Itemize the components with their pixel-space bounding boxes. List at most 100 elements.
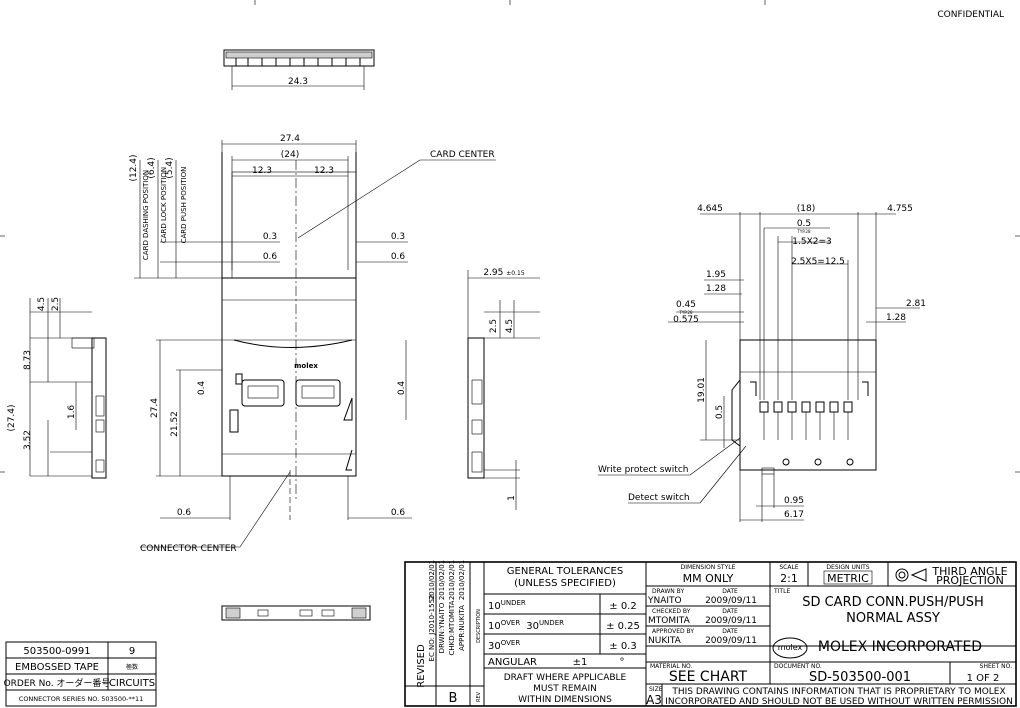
tb-drawn-date: 2009/09/11 bbox=[705, 596, 757, 606]
tb-title-label: TITLE bbox=[773, 588, 790, 595]
dim-front-half-right: 12.3 bbox=[314, 166, 334, 176]
tb-size-label: SIZE bbox=[649, 686, 663, 693]
tol-angular-val: ±1 bbox=[573, 657, 588, 668]
dim-front-bottom-right: 0.6 bbox=[391, 508, 406, 518]
tb-company: MOLEX INCORPORATED bbox=[818, 639, 982, 655]
dim-right-18: (18) bbox=[797, 204, 815, 214]
dim-right-1901: 19.01 bbox=[697, 377, 707, 403]
tb-approved-date: 2009/09/11 bbox=[705, 636, 757, 646]
dim-card-push-val: (5.4) bbox=[165, 157, 175, 178]
dim-front-half-left: 12.3 bbox=[252, 166, 272, 176]
packaging: EMBOSSED TAPE bbox=[15, 662, 99, 673]
dim-front-gap-left-1: 0.3 bbox=[263, 232, 277, 242]
tb-sheet-label: SHEET NO. bbox=[980, 663, 1012, 670]
tol-row2-mid: 30 bbox=[526, 621, 539, 632]
dim-card-dash-val: (12.4) bbox=[129, 154, 139, 181]
tol-draft-1: DRAFT WHERE APPLICABLE bbox=[504, 673, 627, 683]
tb-title-1: SD CARD CONN.PUSH/PUSH bbox=[802, 595, 984, 610]
dim-right-128: 1.28 bbox=[706, 284, 726, 294]
tb-drawn-date-label: DATE bbox=[722, 588, 738, 595]
dim-right-05: 0.5 bbox=[797, 219, 811, 229]
front-view: molex 27.4 (24) 12.3 12.3 CARD CENTER 0.… bbox=[129, 134, 496, 554]
label-write-protect-switch: Write protect switch bbox=[598, 465, 688, 475]
order-label: ORDER No. オーダー番号 bbox=[4, 677, 111, 689]
dim-right-05-typ: TYP.28 bbox=[796, 229, 810, 234]
tb-approved-date-label: DATE bbox=[722, 628, 738, 635]
dim-right-095: 0.95 bbox=[784, 496, 804, 506]
third-angle-projection-icon bbox=[895, 568, 927, 582]
circuits-label: CIRCUITS bbox=[109, 678, 155, 689]
tol-heading-1: GENERAL TOLERANCES bbox=[507, 566, 623, 577]
dim-front-side-left: 0.4 bbox=[197, 381, 207, 396]
dim-side-295-tol: ±0.15 bbox=[506, 270, 525, 277]
tol-row3-pre: 30 bbox=[488, 641, 501, 652]
tol-heading-2: (UNLESS SPECIFIED) bbox=[514, 578, 616, 589]
label-card-center: CARD CENTER bbox=[430, 150, 495, 160]
tb-dim-style-label: DIMENSION STYLE bbox=[681, 564, 736, 571]
dim-right-4645: 4.645 bbox=[697, 204, 723, 214]
dim-side-295: 2.95 ±0.15 bbox=[483, 268, 524, 278]
rev-revised: REVISED bbox=[416, 644, 427, 688]
dim-front-height-inner: 21.52 bbox=[170, 411, 180, 437]
dim-right-4755: 4.755 bbox=[887, 204, 913, 214]
dim-right-045-typ: TYP.28 bbox=[678, 310, 692, 315]
dim-front-inner-width: (24) bbox=[281, 150, 299, 160]
dim-left-352: 3.52 bbox=[23, 430, 33, 450]
tb-approved-label: APPROVED BY bbox=[652, 628, 694, 635]
tb-projection-1: THIRD ANGLE bbox=[931, 565, 1007, 578]
rev-ec-date: 2010/02/01 bbox=[428, 560, 436, 600]
dim-front-height: 27.4 bbox=[150, 398, 160, 418]
rev-appr: APPR:NUKITA bbox=[458, 605, 466, 651]
tol-draft-2: MUST REMAIN bbox=[533, 684, 597, 694]
tb-material: SEE CHART bbox=[669, 669, 748, 685]
dim-right-281: 2.81 bbox=[906, 299, 926, 309]
left-side-view: 4.5 2.5 8.73 (27.4) 1.6 3.52 bbox=[7, 297, 107, 479]
tb-drawn-label: DRAWN BY bbox=[652, 588, 684, 595]
tol-row3-tol: ± 0.3 bbox=[609, 641, 636, 652]
dim-front-gap-right-1: 0.3 bbox=[391, 232, 405, 242]
tol-row2-sup: OVER bbox=[501, 619, 521, 627]
dim-side-45: 4.5 bbox=[505, 319, 515, 333]
tol-angular-unit: ° bbox=[620, 657, 625, 668]
tol-draft-3: WITHIN DIMENSIONS bbox=[518, 695, 612, 705]
tol-row2-pre: 10 bbox=[488, 621, 501, 632]
tol-angular: ANGULAR bbox=[488, 657, 537, 668]
dim-front-overall-width: 27.4 bbox=[280, 134, 300, 144]
rev-rev: REV bbox=[476, 691, 482, 702]
rev-ec-no: EC NO: J2010-1552 bbox=[428, 595, 436, 662]
rev-chkd: CHKD:MTOMITA bbox=[448, 600, 456, 655]
dim-right-195: 1.95 bbox=[706, 270, 726, 280]
tol-row1-tol: ± 0.2 bbox=[609, 601, 636, 612]
dim-front-side-right: 0.4 bbox=[397, 381, 407, 396]
rev-description: DESCRIPTION bbox=[476, 609, 482, 643]
tol-row1-sup: UNDER bbox=[501, 599, 526, 607]
dim-right-05b: 0.5 bbox=[715, 405, 725, 419]
tol-row1: 10UNDER bbox=[488, 599, 526, 612]
dim-card-dash-label: CARD DASHING POSITION bbox=[142, 170, 150, 260]
parts-table: 503500-0991 9 EMBOSSED TAPE 極数 ORDER No.… bbox=[4, 641, 157, 707]
tb-material-label: MATERIAL NO. bbox=[650, 663, 693, 670]
rev-drwn-date: 2010/02/01 bbox=[438, 560, 446, 600]
dim-right-0575: 0.575 bbox=[673, 315, 699, 325]
tb-units: METRIC bbox=[827, 572, 869, 585]
rev-appr-date: 2010/02/01 bbox=[458, 560, 466, 600]
side-view: 2.95 ±0.15 2.5 4.5 1 bbox=[467, 268, 540, 510]
tol-row1-pre: 10 bbox=[488, 601, 501, 612]
circuits-value: 9 bbox=[129, 646, 135, 657]
title-block: REVISED EC NO: J2010-1552 2010/02/01 DRW… bbox=[404, 560, 1017, 707]
tb-units-label: DESIGN UNITS bbox=[826, 564, 869, 571]
tb-approved-by: NUKITA bbox=[648, 636, 682, 646]
dim-front-bottom-left: 0.6 bbox=[177, 508, 192, 518]
tb-size: A3 bbox=[646, 693, 662, 707]
tb-checked-label: CHECKED BY bbox=[652, 608, 691, 615]
dim-side-25: 2.5 bbox=[489, 319, 499, 333]
tolerances-panel: GENERAL TOLERANCES (UNLESS SPECIFIED) 10… bbox=[484, 562, 647, 706]
part-number: 503500-0991 bbox=[23, 646, 90, 657]
dim-card-lock-label: CARD LOCK POSITION bbox=[160, 167, 168, 243]
molex-logo-text: molex bbox=[778, 643, 803, 652]
tb-checked-by: MTOMITA bbox=[648, 616, 691, 626]
bottom-view bbox=[221, 605, 371, 621]
top-view: 24.3 bbox=[223, 49, 375, 90]
dim-left-274: (27.4) bbox=[7, 404, 17, 431]
